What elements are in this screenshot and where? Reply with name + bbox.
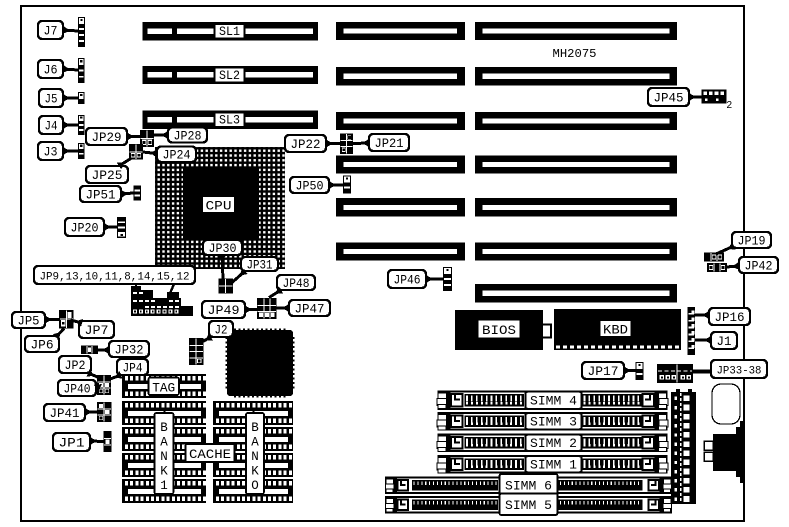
svg-text:JP49: JP49 [208, 303, 240, 318]
svg-text:SIMM 4: SIMM 4 [530, 395, 577, 409]
svg-text:JP25: JP25 [92, 168, 123, 183]
svg-text:JP33-38: JP33-38 [717, 365, 762, 377]
svg-text:MH2075: MH2075 [553, 48, 597, 61]
svg-text:TAG: TAG [152, 381, 175, 396]
svg-text:N: N [160, 450, 168, 464]
svg-text:JP31: JP31 [247, 257, 273, 272]
svg-text:SIMM 3: SIMM 3 [530, 416, 577, 430]
svg-text:SL3: SL3 [219, 114, 240, 128]
svg-text:JP45: JP45 [654, 90, 684, 105]
svg-text:JP51: JP51 [86, 187, 116, 202]
svg-text:JP16: JP16 [715, 310, 745, 325]
svg-text:K: K [251, 465, 259, 479]
svg-text:CACHE: CACHE [189, 447, 231, 462]
svg-text:JP7: JP7 [85, 323, 109, 338]
svg-text:N: N [251, 450, 259, 464]
svg-text:JP40: JP40 [64, 381, 91, 396]
svg-text:J5: J5 [45, 91, 58, 106]
svg-text:JP19: JP19 [738, 233, 766, 248]
svg-text:JP24: JP24 [163, 148, 191, 163]
svg-text:JP48: JP48 [283, 276, 310, 291]
svg-text:JP17: JP17 [588, 364, 619, 379]
svg-text:SL1: SL1 [219, 25, 240, 39]
svg-text:JP5: JP5 [18, 313, 40, 328]
svg-text:BIOS: BIOS [482, 323, 516, 338]
svg-text:JP29: JP29 [92, 130, 122, 145]
svg-text:JP21: JP21 [375, 136, 404, 151]
svg-text:J2: J2 [215, 322, 228, 337]
svg-text:B: B [160, 421, 168, 435]
svg-text:SIMM 1: SIMM 1 [530, 459, 577, 473]
svg-text:J1: J1 [717, 334, 732, 349]
svg-text:JP30: JP30 [209, 241, 237, 256]
svg-text:1: 1 [160, 479, 168, 493]
svg-text:JP2: JP2 [65, 358, 86, 373]
svg-text:JP22: JP22 [291, 137, 321, 152]
svg-text:JP50: JP50 [296, 178, 324, 193]
svg-text:SIMM 6: SIMM 6 [505, 480, 552, 494]
svg-text:JP28: JP28 [174, 128, 202, 143]
svg-text:JP46: JP46 [394, 272, 421, 287]
svg-text:CPU: CPU [206, 199, 232, 214]
svg-text:O: O [251, 479, 259, 493]
svg-text:SIMM 5: SIMM 5 [505, 499, 552, 513]
svg-text:B: B [251, 421, 259, 435]
svg-text:JP32: JP32 [115, 342, 144, 357]
svg-text:JP42: JP42 [745, 258, 773, 273]
svg-text:JP1: JP1 [59, 435, 85, 450]
svg-text:KBD: KBD [603, 323, 628, 338]
svg-text:A: A [251, 435, 259, 449]
svg-text:K: K [160, 465, 168, 479]
svg-text:JP47: JP47 [295, 301, 325, 316]
svg-text:JP9,13,10,11,8,14,15,12: JP9,13,10,11,8,14,15,12 [40, 271, 190, 283]
svg-text:J4: J4 [45, 118, 58, 133]
svg-text:J7: J7 [44, 23, 58, 38]
svg-text:SIMM 2: SIMM 2 [530, 437, 577, 451]
svg-text:SL2: SL2 [219, 69, 240, 83]
svg-text:JP41: JP41 [50, 406, 80, 421]
svg-text:JP4: JP4 [123, 360, 143, 375]
svg-text:A: A [160, 435, 168, 449]
svg-text:JP6: JP6 [31, 337, 54, 352]
svg-text:2: 2 [727, 100, 733, 111]
svg-text:J3: J3 [44, 144, 58, 159]
svg-text:JP20: JP20 [71, 220, 99, 235]
svg-text:J6: J6 [44, 62, 58, 77]
